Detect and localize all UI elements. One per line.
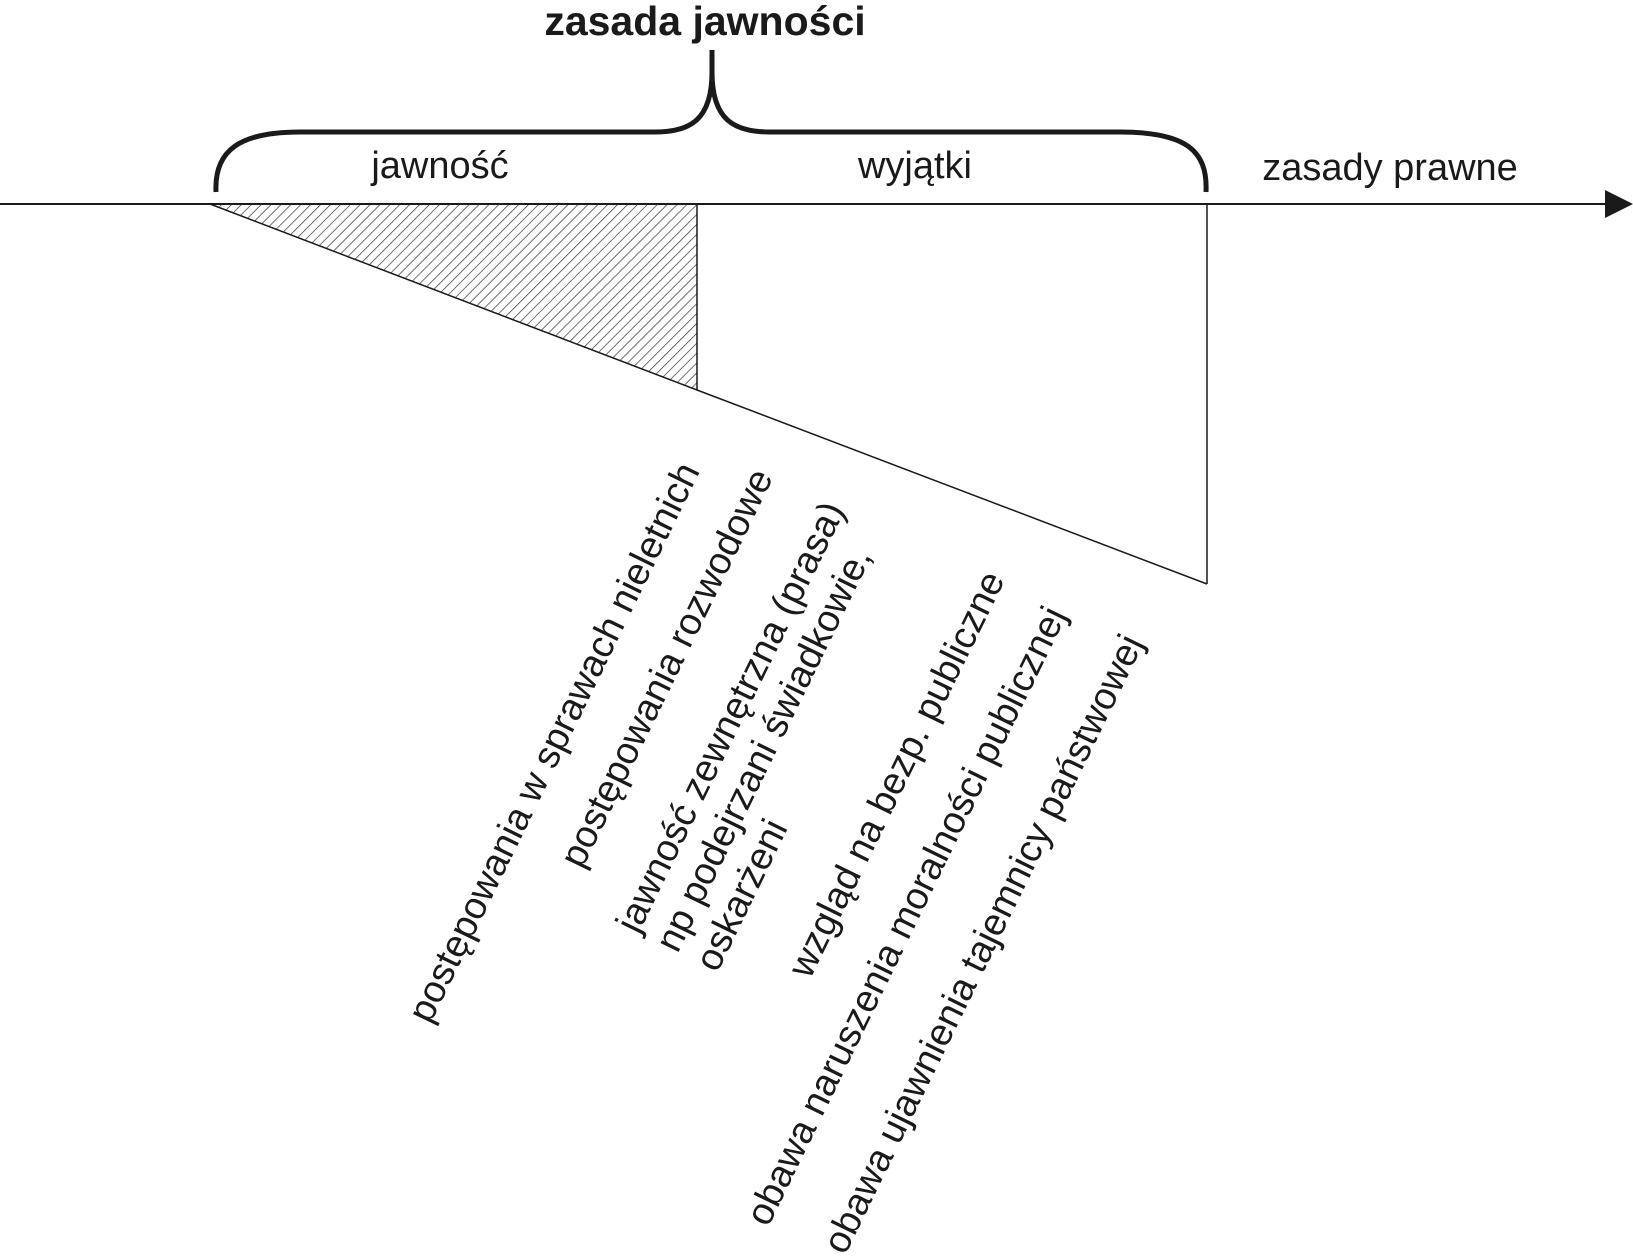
exceptions-diagonal-edge	[696, 389, 1208, 585]
exceptions-labels: postępowania w sprawach nieletnich postę…	[400, 456, 1152, 1260]
principle-brace	[213, 50, 1209, 193]
segment-label-jawnosc: jawność	[370, 145, 508, 187]
openness-hatched-area	[209, 203, 698, 392]
axis-label: zasady prawne	[1262, 147, 1518, 189]
segment-label-wyjatki: wyjątki	[857, 145, 972, 187]
diagram-title: zasada jawności	[544, 0, 865, 44]
axis-arrowhead	[1605, 190, 1633, 218]
